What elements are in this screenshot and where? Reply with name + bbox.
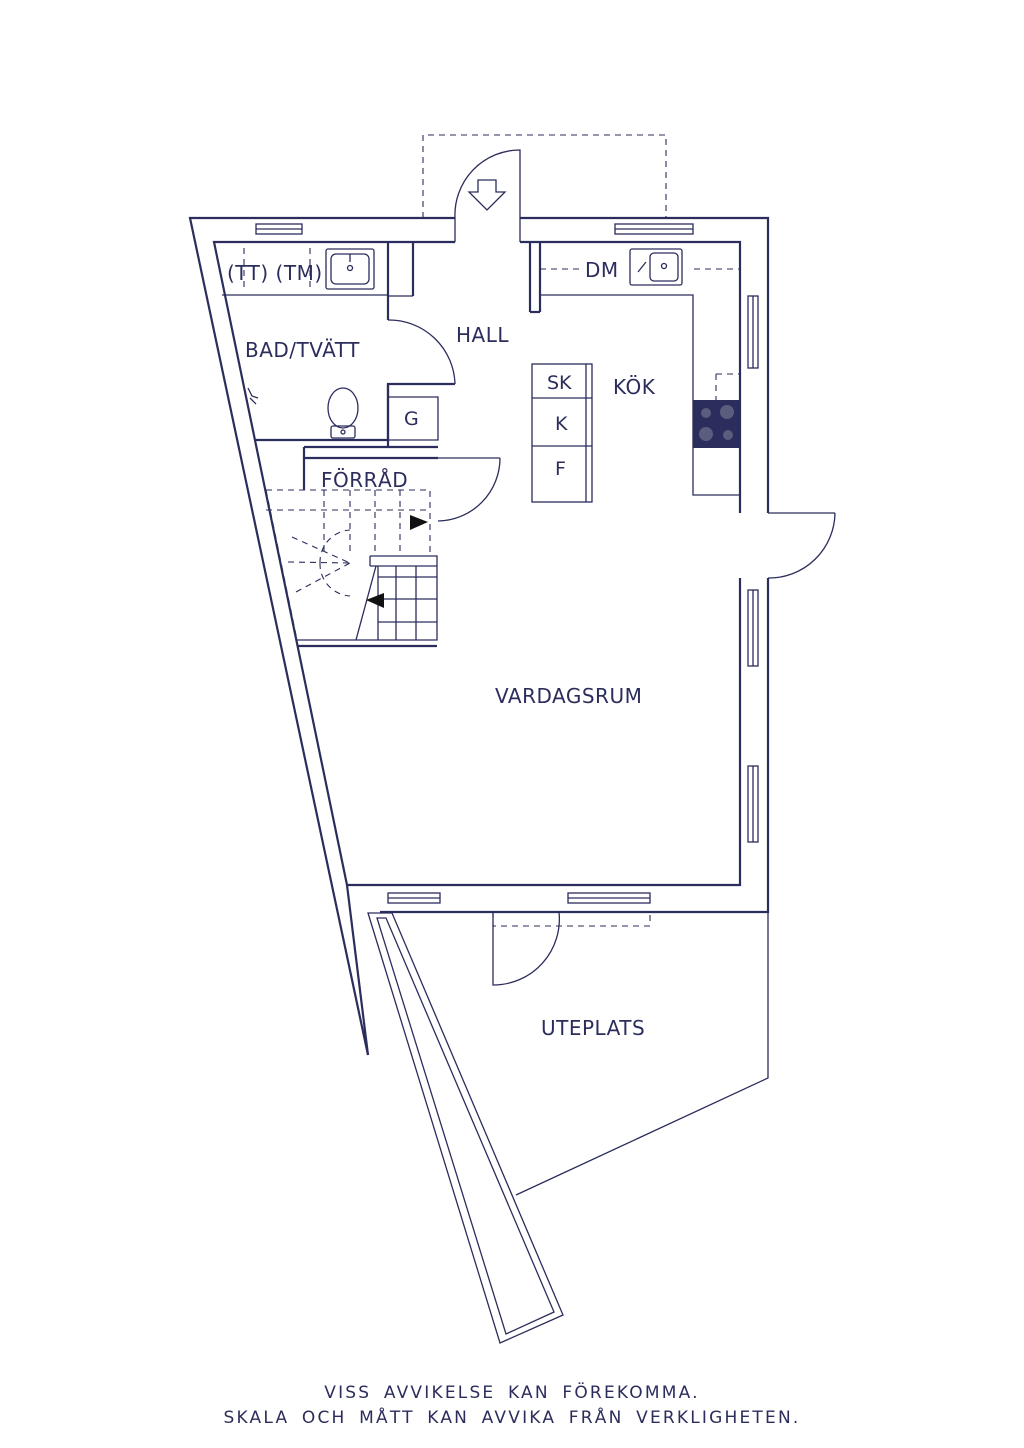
- appliance-column: [531, 363, 593, 503]
- entrance-arrow-icon: [467, 179, 507, 211]
- disclaimer-line-2: SKALA OCH MÅTT KAN AVVIKA FRÅN VERKLIGHE…: [223, 1408, 801, 1428]
- label-hall: HALL: [456, 323, 509, 347]
- wardrobe: [386, 384, 439, 447]
- label-storage: FÖRRÅD: [321, 468, 408, 492]
- label-freezer: F: [555, 458, 566, 480]
- hall-walls: [388, 242, 542, 314]
- label-bath-extra: (TT) (TM): [227, 261, 323, 285]
- kitchen-sink-icon: [629, 248, 683, 286]
- label-bathroom: BAD/TVÄTT: [245, 338, 360, 362]
- shower-icon: [247, 387, 259, 405]
- storage-and-stairs: [265, 445, 501, 648]
- label-living-room: VARDAGSRUM: [495, 684, 642, 708]
- stair-arrow-up-icon: [410, 515, 428, 530]
- label-dishwasher: DM: [585, 258, 619, 282]
- bath-sink-icon: [325, 248, 375, 290]
- label-wardrobe: G: [404, 408, 419, 430]
- stair-arrow-down-icon: [366, 593, 384, 608]
- disclaimer-line-1: VISS AVVIKELSE KAN FÖREKOMMA.: [324, 1383, 700, 1403]
- patio: [367, 911, 769, 1344]
- label-patio: UTEPLATS: [541, 1016, 645, 1040]
- entrance: [422, 134, 667, 242]
- label-kitchen: KÖK: [613, 375, 656, 399]
- label-fridge: K: [555, 413, 568, 435]
- cooktop-icon: [693, 400, 740, 448]
- label-freezer-top: SK: [547, 372, 572, 394]
- windows: [255, 223, 759, 904]
- kitchen: [531, 248, 836, 579]
- toilet-icon: [327, 387, 359, 439]
